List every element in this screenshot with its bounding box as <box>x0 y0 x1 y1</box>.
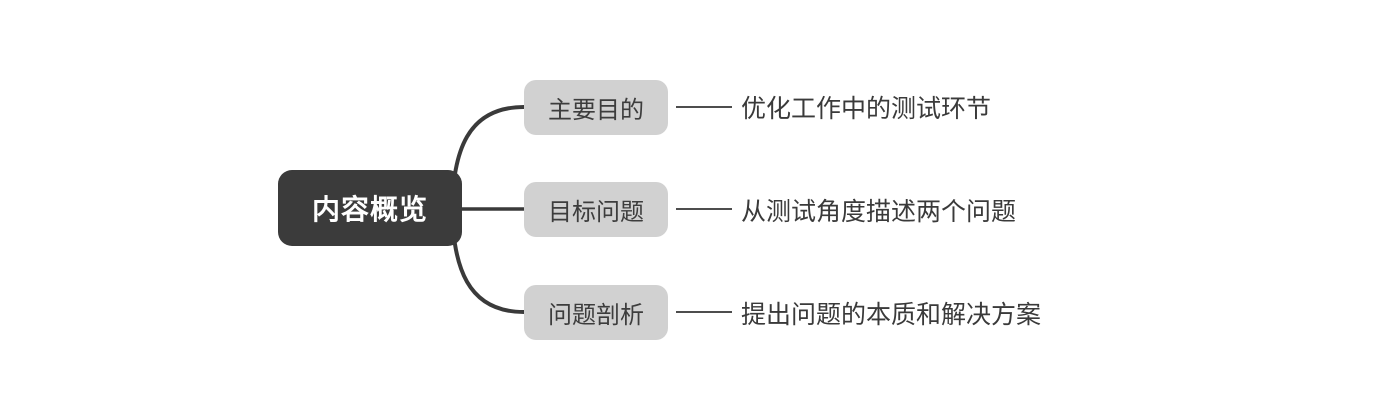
link-root-to-branch-1 <box>450 105 526 218</box>
note-text[interactable]: 提出问题的本质和解决方案 <box>741 301 1042 329</box>
branch-node[interactable]: 主要目的 <box>524 80 668 135</box>
branch-node[interactable]: 目标问题 <box>524 182 668 237</box>
note-text[interactable]: 从测试角度描述两个问题 <box>741 198 1017 226</box>
root-node[interactable]: 内容概览 <box>278 170 462 246</box>
note-text[interactable]: 优化工作中的测试环节 <box>741 95 992 123</box>
link-root-to-branch-3 <box>450 200 526 314</box>
branch-node[interactable]: 问题剖析 <box>524 285 668 340</box>
